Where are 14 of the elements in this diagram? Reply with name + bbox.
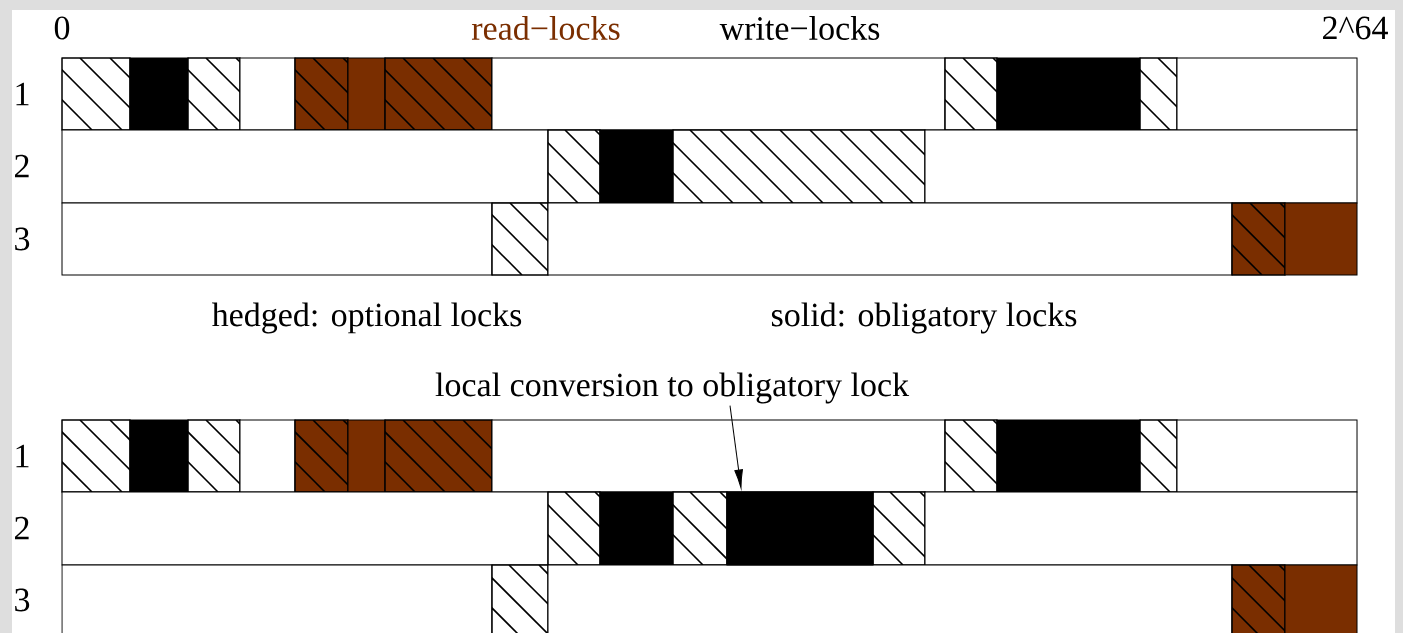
row-number: 1	[16, 82, 29, 106]
caption-text: hedged: optional locks	[212, 302, 522, 334]
caption-text: 2^64	[1323, 16, 1388, 40]
row-number: 2	[15, 516, 29, 540]
caption-text: write−locks	[719, 16, 880, 40]
caption-text: 0	[54, 16, 70, 40]
row-number: 1	[16, 444, 29, 468]
row-number: 3	[15, 227, 30, 251]
row-number: 2	[15, 154, 29, 178]
callout-text: local conversion to obligatory lock	[435, 372, 910, 404]
caption-text: read−locks	[471, 16, 620, 40]
caption-text: solid: obligatory locks	[771, 302, 1077, 334]
row-number: 3	[15, 588, 30, 612]
lock-segment	[726, 491, 874, 566]
